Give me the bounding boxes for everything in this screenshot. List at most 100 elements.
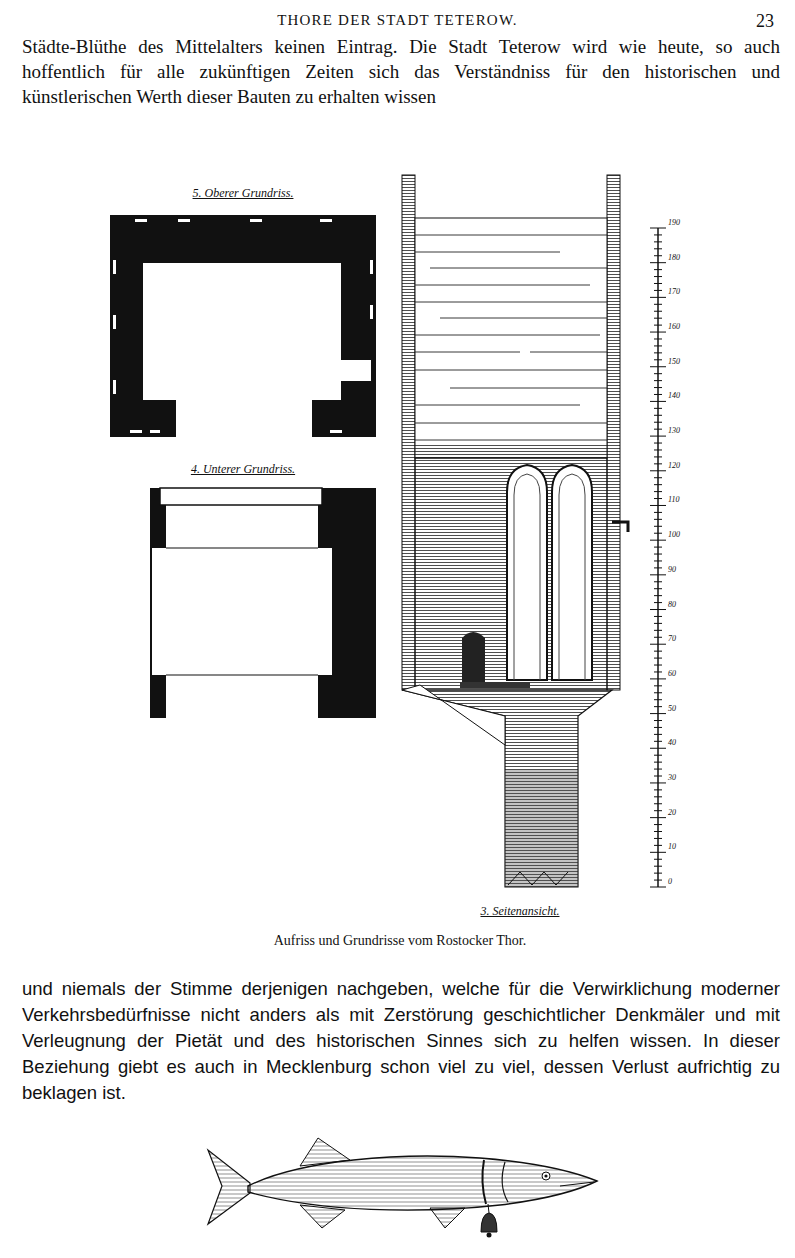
scale-tick bbox=[654, 560, 662, 561]
scale-tick bbox=[650, 332, 666, 333]
scale-tick bbox=[654, 880, 662, 881]
scale-tick bbox=[654, 325, 662, 326]
scale-tick bbox=[654, 422, 662, 423]
scale-tick bbox=[654, 394, 662, 395]
scale-tick bbox=[654, 387, 662, 388]
scale-bar bbox=[650, 228, 666, 887]
scale-number: 60 bbox=[668, 669, 676, 679]
scale-number: 20 bbox=[668, 808, 676, 818]
scale-tick bbox=[654, 873, 662, 874]
scale-tick bbox=[654, 255, 662, 256]
scale-number: 180 bbox=[668, 253, 680, 263]
page-number: 23 bbox=[756, 11, 786, 32]
scale-tick bbox=[650, 644, 666, 645]
scale-number: 110 bbox=[668, 495, 679, 505]
scale-tick bbox=[654, 338, 662, 339]
scale-tick bbox=[654, 318, 662, 319]
scale-tick bbox=[654, 408, 662, 409]
scale-tick bbox=[650, 887, 666, 888]
scale-tick bbox=[654, 290, 662, 291]
scale-tick bbox=[654, 671, 662, 672]
scale-tick bbox=[654, 595, 662, 596]
scale-tick bbox=[654, 443, 662, 444]
scale-number: 150 bbox=[668, 357, 680, 367]
scale-tick bbox=[650, 817, 666, 818]
scale-tick bbox=[654, 498, 662, 499]
scale-tick bbox=[654, 734, 662, 735]
scale-tick bbox=[654, 727, 662, 728]
scale-tick bbox=[654, 241, 662, 242]
scale-number: 90 bbox=[668, 565, 676, 575]
body-paragraph: Städte-Blüthe des Mittelalters keinen Ei… bbox=[22, 34, 780, 109]
scale-tick bbox=[650, 470, 666, 471]
scale-tick bbox=[654, 845, 662, 846]
lower-floor-plan bbox=[150, 488, 376, 718]
pike-vignette bbox=[208, 1138, 597, 1238]
scale-tick bbox=[654, 720, 662, 721]
scale-tick bbox=[654, 796, 662, 797]
scale-number: 0 bbox=[668, 877, 672, 887]
scale-number: 40 bbox=[668, 738, 676, 748]
scale-tick bbox=[654, 685, 662, 686]
scale-tick bbox=[654, 824, 662, 825]
scale-tick bbox=[654, 311, 662, 312]
scale-tick bbox=[654, 276, 662, 277]
scale-tick bbox=[654, 630, 662, 631]
scale-number: 190 bbox=[668, 218, 680, 228]
scale-number: 170 bbox=[668, 287, 680, 297]
scale-number: 120 bbox=[668, 461, 680, 471]
scale-tick bbox=[654, 692, 662, 693]
scale-tick bbox=[650, 262, 666, 263]
running-head: THORE DER STADT TETEROW. bbox=[150, 12, 645, 29]
scale-tick bbox=[654, 449, 662, 450]
scale-tick bbox=[654, 415, 662, 416]
scale-tick bbox=[654, 699, 662, 700]
scale-tick bbox=[654, 491, 662, 492]
scale-tick bbox=[654, 373, 662, 374]
scale-tick bbox=[654, 866, 662, 867]
scale-tick bbox=[654, 581, 662, 582]
scale-tick bbox=[650, 401, 666, 402]
scale-tick bbox=[650, 540, 666, 541]
figure-caption: Aufriss und Grundrisse vom Rostocker Tho… bbox=[150, 933, 650, 949]
scale-tick bbox=[650, 609, 666, 610]
scale-tick bbox=[654, 283, 662, 284]
scale-tick bbox=[654, 429, 662, 430]
scale-tick bbox=[650, 852, 666, 853]
upper-floor-plan bbox=[110, 215, 376, 437]
scale-number: 10 bbox=[668, 842, 676, 852]
plan-title: 4. Unterer Grundriss. bbox=[150, 462, 336, 477]
scale-tick bbox=[650, 505, 666, 506]
scale-tick bbox=[650, 366, 666, 367]
scale-tick bbox=[654, 345, 662, 346]
scale-tick bbox=[654, 651, 662, 652]
scale-tick bbox=[650, 748, 666, 749]
scale-tick bbox=[654, 484, 662, 485]
scale-tick bbox=[650, 678, 666, 679]
scale-tick bbox=[654, 769, 662, 770]
scale-tick bbox=[654, 463, 662, 464]
scale-tick bbox=[654, 789, 662, 790]
scale-tick bbox=[654, 838, 662, 839]
scale-tick bbox=[654, 810, 662, 811]
scale-tick bbox=[654, 547, 662, 548]
scale-tick bbox=[654, 248, 662, 249]
scale-number: 70 bbox=[668, 634, 676, 644]
scale-tick bbox=[650, 713, 666, 714]
scale-number: 30 bbox=[668, 773, 676, 783]
scale-tick bbox=[654, 359, 662, 360]
plan-title: 3. Seitenansicht. bbox=[440, 904, 600, 919]
scale-tick bbox=[654, 616, 662, 617]
scale-tick bbox=[654, 859, 662, 860]
scale-tick bbox=[654, 533, 662, 534]
scale-tick bbox=[654, 706, 662, 707]
scale-tick bbox=[650, 574, 666, 575]
scale-tick bbox=[654, 623, 662, 624]
scale-tick bbox=[650, 782, 666, 783]
scale-tick bbox=[654, 755, 662, 756]
scale-number: 50 bbox=[668, 704, 676, 714]
scale-tick bbox=[654, 602, 662, 603]
scale-number: 80 bbox=[668, 600, 676, 610]
tower-side-elevation bbox=[402, 175, 628, 887]
scale-tick bbox=[650, 228, 666, 229]
